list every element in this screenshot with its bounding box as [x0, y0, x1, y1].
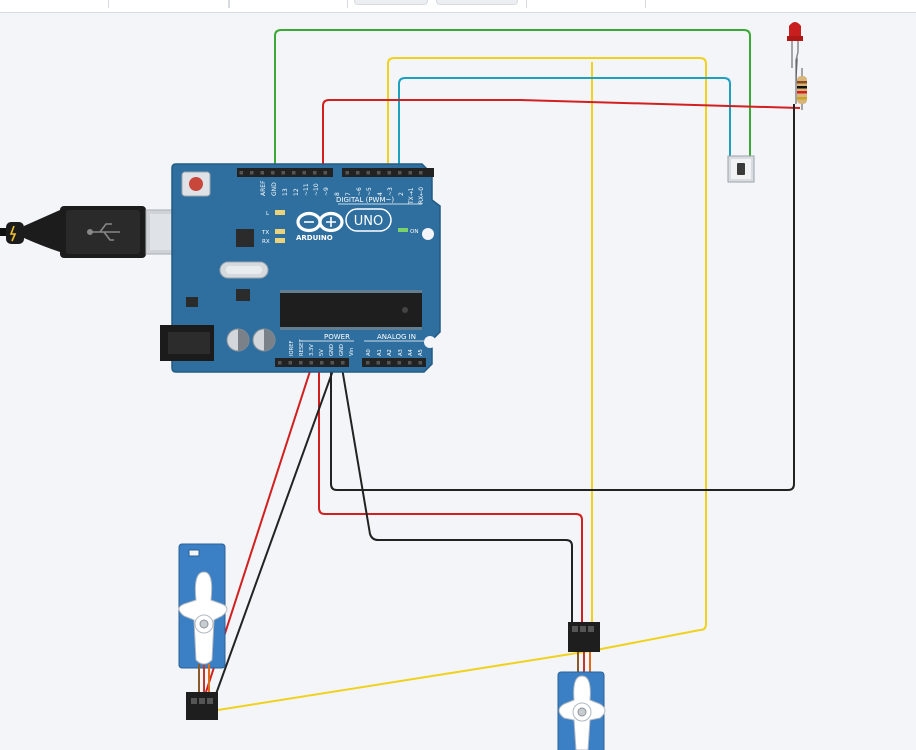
atmega-chip — [280, 290, 422, 330]
pin-label-7: 7 — [345, 192, 352, 196]
reset-button[interactable] — [181, 171, 211, 197]
pin-label-9: ~9 — [323, 187, 330, 196]
pin-label-11: ~11 — [303, 183, 310, 196]
pin-label-4: 4 — [377, 192, 384, 196]
analog-label: ANALOG IN — [377, 333, 416, 341]
pin-label-a4: A4 — [408, 348, 414, 356]
capacitor — [226, 328, 250, 352]
pin-label-12: 12 — [293, 188, 300, 196]
pin-label-gnd-1: GND — [329, 344, 335, 356]
wire-red-servo2[interactable] — [318, 362, 583, 624]
pin-label-3v3: 3.3V — [309, 344, 315, 356]
toolbar-tab[interactable] — [108, 0, 230, 8]
led-label-tx: TX — [261, 230, 269, 236]
pin-label-ioref: IOREF — [289, 341, 295, 356]
pin-label-vin: Vin — [349, 348, 355, 356]
led-label-l: L — [266, 211, 270, 217]
servo-motor-1[interactable] — [178, 543, 228, 720]
arduino-logo-icon — [296, 211, 344, 233]
pin-label-5v: 5V — [319, 349, 325, 356]
pin-label-6: ~6 — [356, 187, 363, 196]
pin-label-3: ~3 — [387, 187, 394, 196]
led[interactable] — [787, 22, 803, 104]
led-label-rx: RX — [262, 239, 270, 245]
usb-chip — [236, 229, 254, 247]
toolbar-control[interactable] — [436, 0, 518, 5]
analog-pin-labels: A0 A1 A2 A3 A4 A5 — [366, 348, 424, 356]
toolbar-control[interactable] — [354, 0, 428, 5]
pin-label-a5: A5 — [418, 349, 424, 356]
toolbar-tab[interactable] — [228, 0, 348, 8]
arduino-board[interactable]: AREF GND 13 12 ~11 ~10 ~9 8 7 ~6 ~5 4 ~3… — [160, 163, 441, 373]
top-pin-labels: AREF GND 13 12 ~11 ~10 ~9 8 7 ~6 ~5 4 ~3… — [260, 180, 425, 205]
on-label: ON — [410, 229, 418, 235]
top-toolbar — [0, 0, 916, 13]
pin-label-10: ~10 — [313, 183, 320, 196]
resistor[interactable] — [797, 68, 807, 110]
usb-icon — [87, 223, 120, 241]
lightning-icon — [9, 225, 17, 242]
wire-black-servo2[interactable] — [340, 361, 573, 624]
pin-label-a3: A3 — [398, 349, 404, 356]
pushbutton[interactable] — [727, 155, 755, 183]
arduino-wordmark: ARDUINO — [296, 234, 333, 242]
pin-label-13: 13 — [282, 188, 289, 196]
pin-label-a0: A0 — [366, 349, 372, 356]
wire-yellow-pin3[interactable] — [387, 57, 707, 651]
capacitor — [252, 328, 276, 352]
pin-label-a1: A1 — [377, 349, 383, 356]
wire-cyan[interactable] — [398, 77, 731, 170]
pin-label-aref: AREF — [260, 180, 267, 196]
power-label: POWER — [324, 333, 350, 341]
toolbar-tab[interactable] — [526, 0, 646, 8]
pin-label-reset: RESET — [299, 339, 305, 356]
wire-green[interactable] — [274, 29, 751, 170]
pin-label-a2: A2 — [387, 349, 393, 356]
servo-motor-2[interactable] — [557, 622, 606, 750]
wire-black-servo1[interactable] — [215, 361, 337, 695]
power-pin-labels: IOREF RESET 3.3V 5V GND GND Vin — [289, 339, 355, 356]
pin-label-gnd: GND — [271, 182, 278, 196]
pin-label-gnd-2: GND — [339, 344, 345, 356]
pin-label-1: TX→1 — [408, 187, 415, 205]
pin-label-2: 2 — [398, 192, 405, 196]
wire-black-led[interactable] — [330, 104, 795, 491]
wire-red-pin9[interactable] — [322, 99, 801, 170]
uno-badge: UNO — [354, 214, 383, 229]
wire-yellow-servo1[interactable] — [217, 649, 597, 711]
pin-label-5: ~5 — [366, 187, 373, 196]
pin-label-8: 8 — [334, 192, 341, 196]
digital-label: DIGITAL (PWM~) — [336, 196, 394, 204]
bottom-header-pins — [278, 361, 422, 365]
top-header-pins — [239, 171, 423, 175]
pin-label-0: RX←0 — [418, 187, 425, 204]
